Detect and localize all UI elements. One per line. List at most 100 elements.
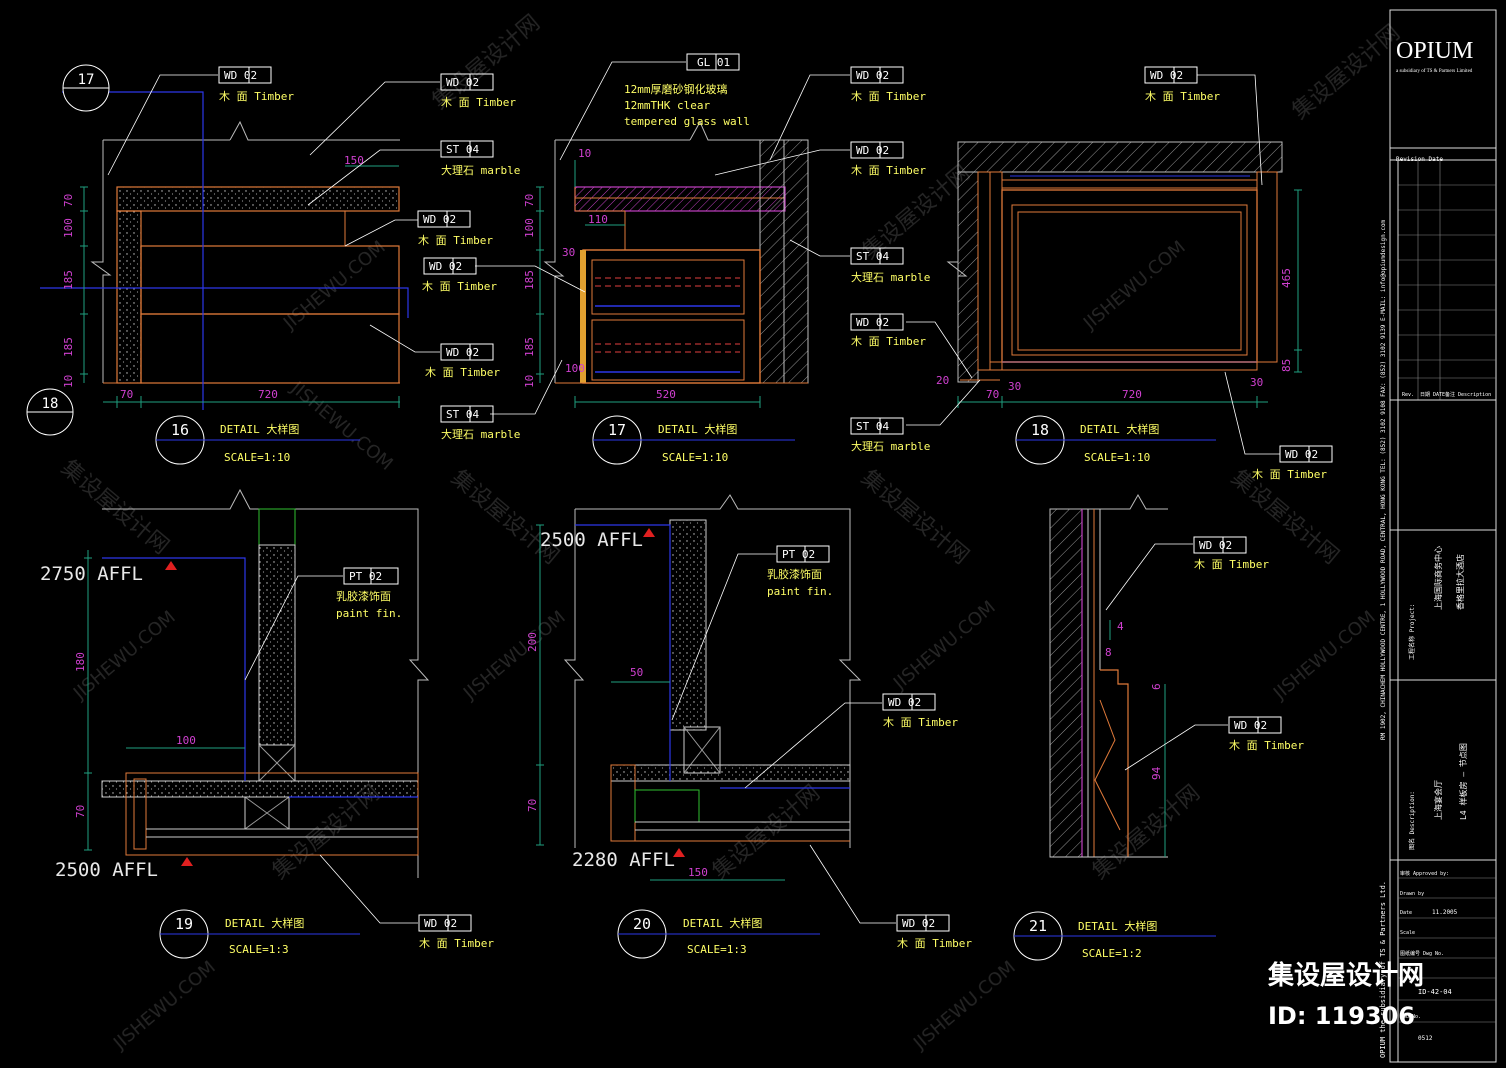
detail-20-drawing <box>536 494 896 924</box>
detail-scale: SCALE=1:3 <box>229 943 289 956</box>
watermark-cn: 集设屋设计网 <box>1226 465 1343 569</box>
dim-text: 10 <box>578 147 591 160</box>
paint-note-cn: 乳胶漆饰面 <box>767 567 822 581</box>
detail-title: DETAIL 大样图 <box>683 916 762 930</box>
dim-text: 70 <box>74 805 87 818</box>
watermark-cn: 集设屋设计网 <box>708 781 825 885</box>
material-tags: WD 02 木 面 Timber WD 02 木 面 Timber ST 04 … <box>218 53 1333 950</box>
level-2500-b: 2500 AFFL <box>540 529 643 551</box>
tag-timber: 木 面 Timber <box>897 937 972 950</box>
tag-timber: 木 面 Timber <box>1252 468 1327 481</box>
detail-title: DETAIL 大样图 <box>658 422 737 436</box>
glass-note-en-2: tempered glass wall <box>624 115 750 128</box>
rev-header-date: 日期 DATE <box>1420 392 1445 398</box>
tag-timber: 木 面 Timber <box>441 96 516 109</box>
tag-wd02: WD 02 <box>446 76 479 89</box>
dim-text: 4 <box>1117 620 1124 633</box>
detail-scale: SCALE=1:3 <box>687 943 747 956</box>
tag-wd02: WD 02 <box>888 696 921 709</box>
dim-text: 85 <box>1280 359 1293 372</box>
dim-text: 70 <box>62 194 75 207</box>
detail-title-17: 17 DETAIL 大样图 SCALE=1:10 <box>592 415 795 465</box>
company-address: RM 1902, CHINACHEM HOLLYWOOD CENTRE, 1 H… <box>1380 219 1387 740</box>
level-2280: 2280 AFFL <box>572 849 675 871</box>
tag-timber: 木 面 Timber <box>419 937 494 950</box>
watermark-en: JISHEWU.COM <box>1079 237 1190 335</box>
drawing-no-label: 图纸编号 Dwg No. <box>1400 950 1444 957</box>
detail-number: 16 <box>171 421 189 439</box>
opium-logo: OPIUM <box>1396 38 1473 64</box>
detail-title: DETAIL 大样图 <box>1078 919 1157 933</box>
dim-text: 20 <box>936 374 949 387</box>
watermark-cn: 集设屋设计网 <box>56 455 173 559</box>
tag-timber: 木 面 Timber <box>425 366 500 379</box>
detail-21-drawing <box>1049 493 1228 858</box>
tag-st04: ST 04 <box>446 143 479 156</box>
paint-note-en: paint fin. <box>336 607 402 620</box>
dim-text: 200 <box>526 632 539 652</box>
detail-title-20: 20 DETAIL 大样图 SCALE=1:3 <box>617 909 820 959</box>
watermark-cn: 集设屋设计网 <box>1088 781 1205 885</box>
dim-text: 100 <box>565 362 585 375</box>
scale-label: Scale <box>1400 930 1415 936</box>
date-label: Date <box>1400 910 1412 916</box>
detail-title-16: 16 DETAIL 大样图 SCALE=1:10 <box>155 415 360 465</box>
rev-header-desc: 备注 Description <box>1445 391 1491 398</box>
dim-text: 70 <box>523 194 536 207</box>
tag-wd02: WD 02 <box>429 260 462 273</box>
tag-wd02: WD 02 <box>856 316 889 329</box>
description-1: 上海宴会厅 <box>1433 780 1443 820</box>
dim-text: 110 <box>588 213 608 226</box>
detail-title: DETAIL 大样图 <box>1080 422 1159 436</box>
dim-text: 8 <box>1105 646 1112 659</box>
dim-text: 70 <box>986 388 999 401</box>
detail-number: 20 <box>633 915 651 933</box>
project-name-1: 上海国际商务中心 <box>1433 546 1443 610</box>
glass-note-cn: 12mm厚磨砂钢化玻璃 <box>624 82 728 96</box>
detail-21-dims: 4 8 6 94 <box>1105 620 1163 780</box>
detail-title-18: 18 DETAIL 大样图 SCALE=1:10 <box>1015 415 1216 465</box>
dim-text: 185 <box>62 337 75 357</box>
dim-text: 10 <box>62 375 75 388</box>
tag-timber: 木 面 Timber <box>1229 739 1304 752</box>
paint-note-cn: 乳胶漆饰面 <box>336 589 391 603</box>
glass-note-en-1: 12mmTHK clear <box>624 99 710 112</box>
dim-text: 185 <box>62 270 75 290</box>
dim-text: 70 <box>526 799 539 812</box>
detail-title-21: 21 DETAIL 大样图 SCALE=1:2 <box>1013 911 1216 961</box>
watermark-cn: 集设屋设计网 <box>1288 21 1405 125</box>
tag-timber: 木 面 Timber <box>883 716 958 729</box>
tag-timber: 木 面 Timber <box>1194 558 1269 571</box>
detail-16-drawing <box>26 64 440 436</box>
dim-text: 50 <box>630 666 643 679</box>
dim-text: 6 <box>1150 683 1163 690</box>
tag-marble: 大理石 marble <box>851 439 930 453</box>
detail-scale: SCALE=1:10 <box>224 451 290 464</box>
tag-pt02: PT 02 <box>782 548 815 561</box>
watermark-en: JISHEWU.COM <box>279 237 390 335</box>
tag-marble: 大理石 marble <box>851 270 930 284</box>
watermark-id: ID: 119306 <box>1268 1002 1415 1030</box>
detail-18-dims: 465 85 70 720 30 20 30 <box>936 268 1293 401</box>
dim-text: 70 <box>120 388 133 401</box>
tag-wd02: WD 02 <box>902 917 935 930</box>
tag-wd02: WD 02 <box>423 213 456 226</box>
drawing-no: ID-42-04 <box>1418 988 1452 996</box>
project-name-2: 香格里拉大酒店 <box>1455 554 1465 610</box>
dim-text: 100 <box>176 734 196 747</box>
dim-text: 30 <box>1008 380 1021 393</box>
detail-number: 18 <box>1031 421 1049 439</box>
dim-text: 185 <box>523 270 536 290</box>
tag-timber: 木 面 Timber <box>418 234 493 247</box>
tag-timber: 木 面 Timber <box>851 90 926 103</box>
dim-text: 720 <box>1122 388 1142 401</box>
detail-19-drawing <box>84 488 430 924</box>
job-no: 0512 <box>1418 1035 1433 1042</box>
tag-marble: 大理石 marble <box>441 163 520 177</box>
description-2: L4 样板房 — 节点图 <box>1458 743 1468 820</box>
approved-label: 审核 Approved by: <box>1400 870 1449 877</box>
tag-wd02: WD 02 <box>856 69 889 82</box>
dim-text: 10 <box>523 375 536 388</box>
tag-st04: ST 04 <box>446 408 479 421</box>
